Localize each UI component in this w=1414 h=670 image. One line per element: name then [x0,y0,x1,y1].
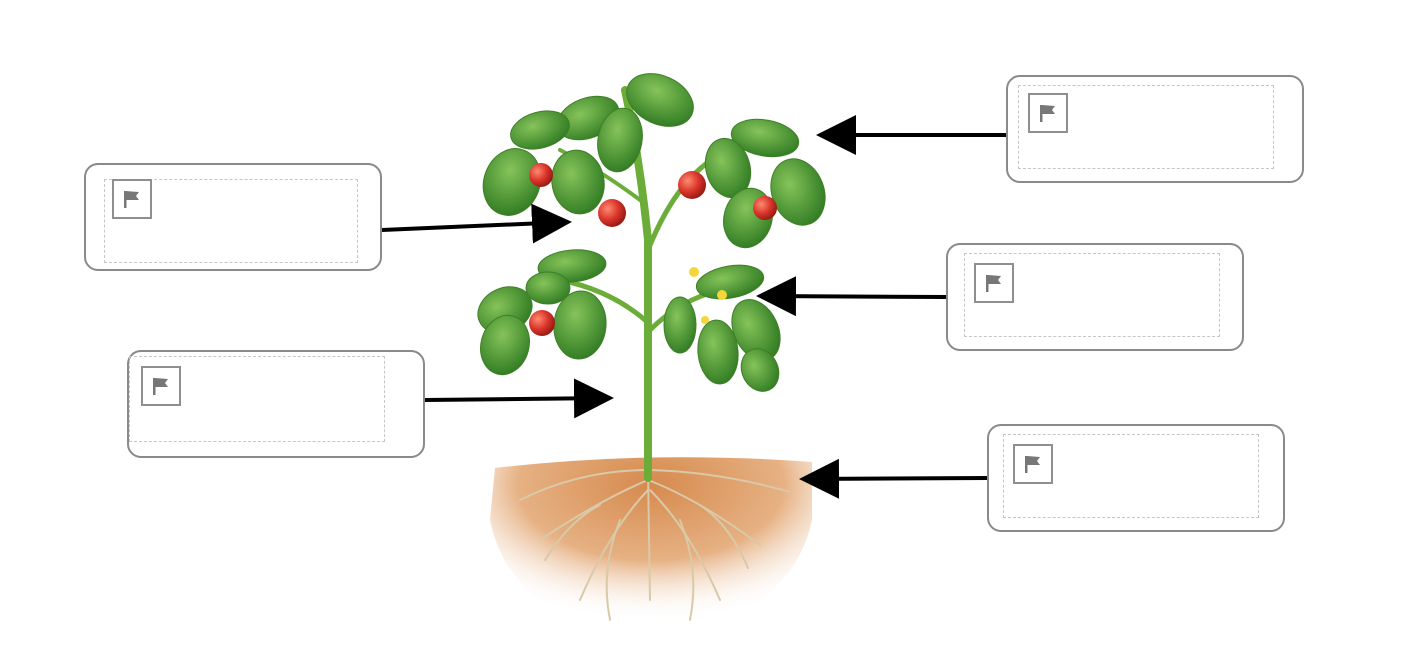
roots [519,469,791,621]
soil [490,457,812,640]
dropzone-target[interactable] [1018,85,1274,169]
arrow-right-bottom [799,458,989,499]
dropzone-target[interactable] [104,179,358,263]
flowers [689,267,727,324]
arrow-left-bottom [424,378,614,419]
flag-icon [141,366,181,406]
dropzone-target[interactable] [129,356,385,442]
dropzone-right-top[interactable] [1006,75,1304,183]
dropzone-left-top[interactable] [84,163,382,271]
arrow-right-middle [756,276,947,317]
dropzone-right-bottom[interactable] [987,424,1285,532]
flag-icon [974,263,1014,303]
arrow-left-top [381,203,572,244]
dropzone-left-bottom[interactable] [127,350,425,458]
dropzone-right-middle[interactable] [946,243,1244,351]
tomato-fruits [529,163,777,336]
dropzone-target[interactable] [1003,434,1259,518]
flag-icon [112,179,152,219]
flag-icon [1028,93,1068,133]
flag-icon [1013,444,1053,484]
leaves [477,73,826,392]
dropzone-target[interactable] [964,253,1220,337]
